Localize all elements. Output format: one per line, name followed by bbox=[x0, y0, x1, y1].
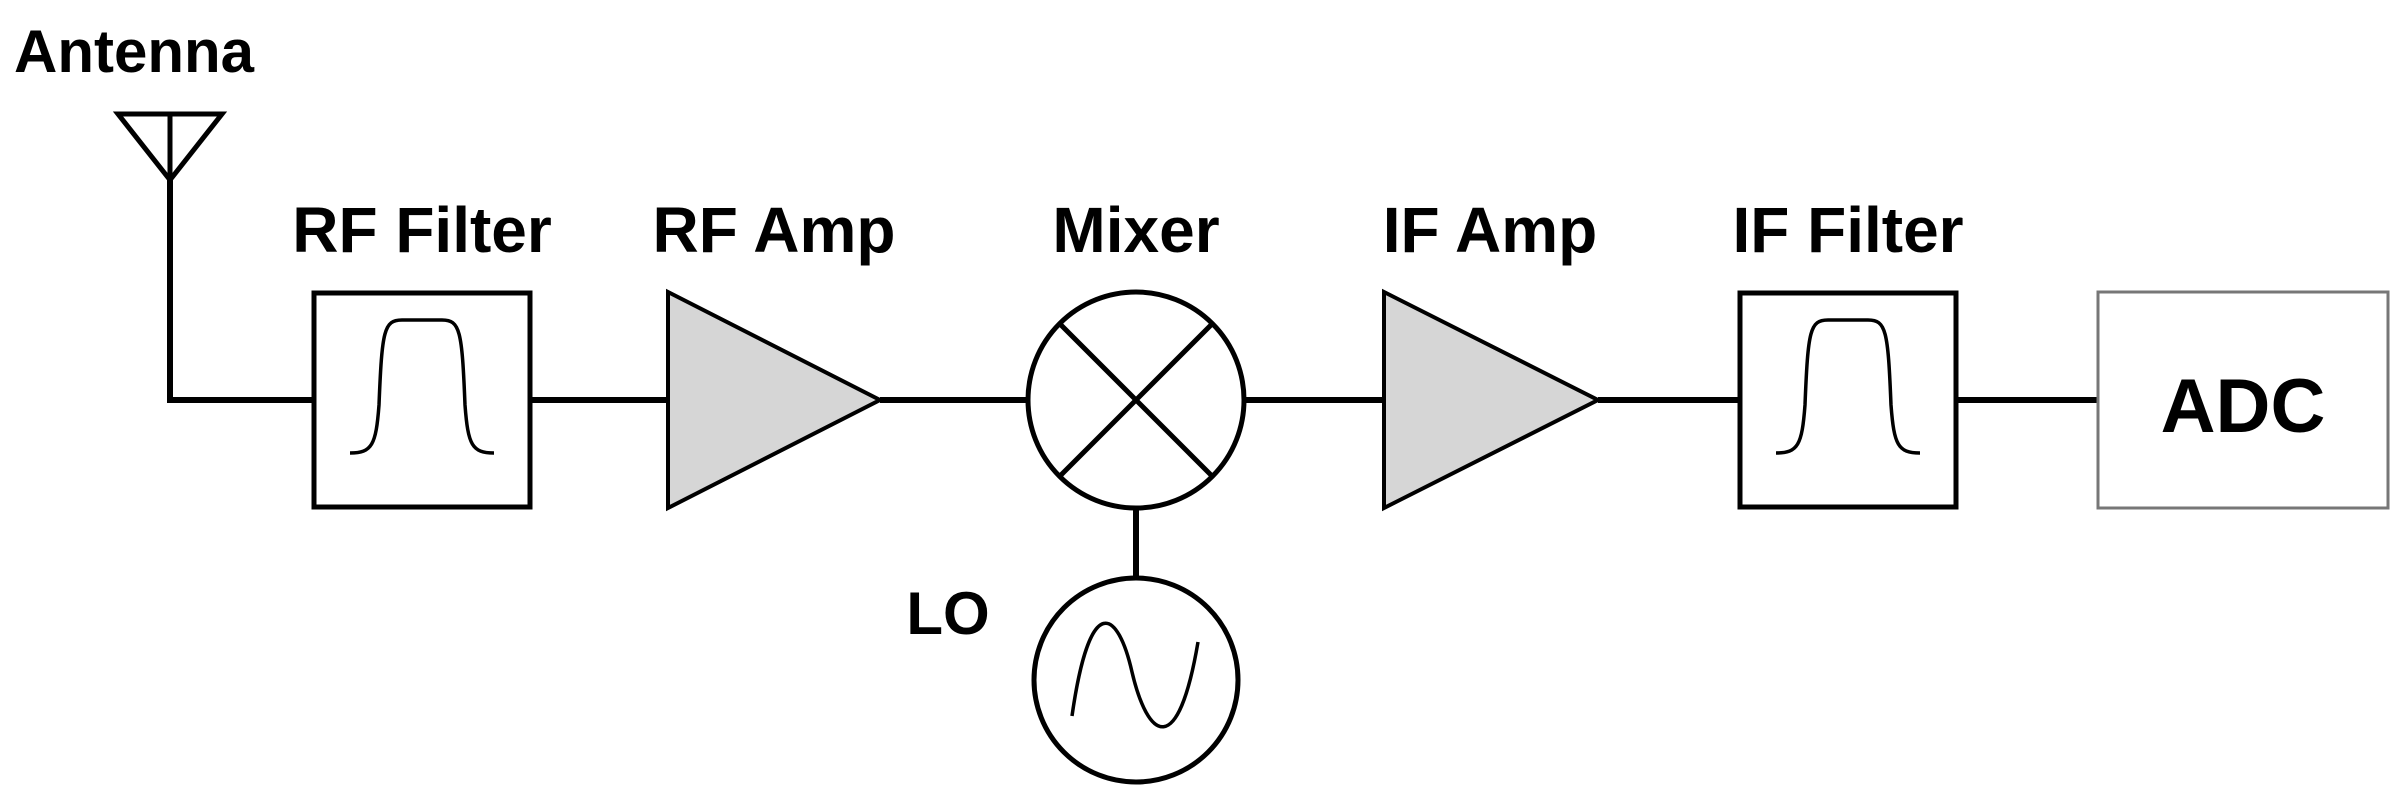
bandpass-icon bbox=[349, 318, 495, 455]
sine-wave-icon bbox=[1070, 621, 1200, 729]
mixer-block bbox=[1025, 289, 1247, 511]
rf-filter-block bbox=[311, 290, 533, 510]
antenna-label: Antenna bbox=[14, 18, 255, 85]
bandpass-icon bbox=[1775, 318, 1921, 455]
rf-amp-label: RF Amp bbox=[653, 194, 896, 266]
if-amp-triangle bbox=[1382, 288, 1603, 512]
antenna-icon bbox=[112, 111, 228, 400]
if-amp-label: IF Amp bbox=[1383, 194, 1598, 266]
if-filter-label: IF Filter bbox=[1732, 194, 1963, 266]
mixer-label: Mixer bbox=[1052, 194, 1219, 266]
lo-label: LO bbox=[906, 580, 989, 647]
adc-label: ADC bbox=[2161, 364, 2326, 449]
rf-filter-label: RF Filter bbox=[292, 194, 552, 266]
lo-oscillator bbox=[1031, 575, 1241, 785]
if-filter-block bbox=[1737, 290, 1959, 510]
rf-amp-triangle bbox=[666, 288, 885, 512]
adc-block bbox=[2096, 290, 2390, 510]
